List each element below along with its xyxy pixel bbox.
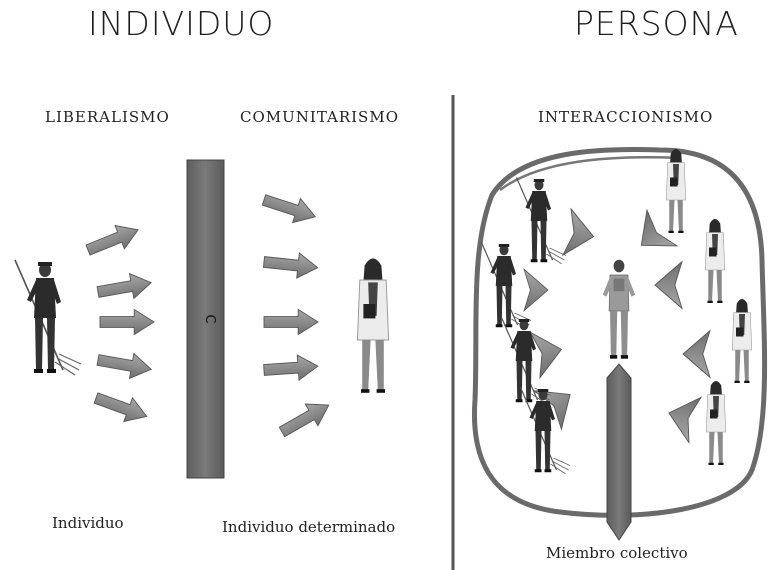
interaccionismo-label: INTERACCIONISMO	[538, 108, 714, 126]
doctor-figure	[356, 257, 390, 394]
individuo-determinado-caption: Individuo determinado	[222, 518, 396, 536]
liberalismo-label: LIBERALISMO	[45, 108, 170, 126]
barrier-bar	[186, 159, 225, 479]
doctor-figure-small-4	[705, 380, 727, 466]
barrier-label: C	[202, 314, 217, 323]
farmer-figure-small-1	[515, 176, 567, 265]
communitarianism-arrows	[259, 187, 336, 444]
doctor-figure-small-2	[704, 218, 726, 304]
individuo-caption: Individuo	[52, 514, 124, 532]
worker-figure	[602, 259, 636, 360]
farmer-figure	[14, 259, 82, 376]
farmer-figure-small-2	[480, 241, 532, 330]
collective-arrow	[606, 363, 632, 541]
persona-heading: PERSONA	[574, 4, 739, 43]
doctor-figure-small-3	[731, 298, 753, 384]
individuo-heading: INDIVIDUO	[88, 4, 275, 43]
liberalism-arrows	[82, 217, 155, 429]
community-boundary	[471, 147, 768, 518]
doctor-figure-small-1	[665, 148, 687, 234]
miembro-colectivo-caption: Miembro colectivo	[546, 544, 688, 562]
comunitarismo-label: COMUNITARISMO	[240, 108, 399, 126]
